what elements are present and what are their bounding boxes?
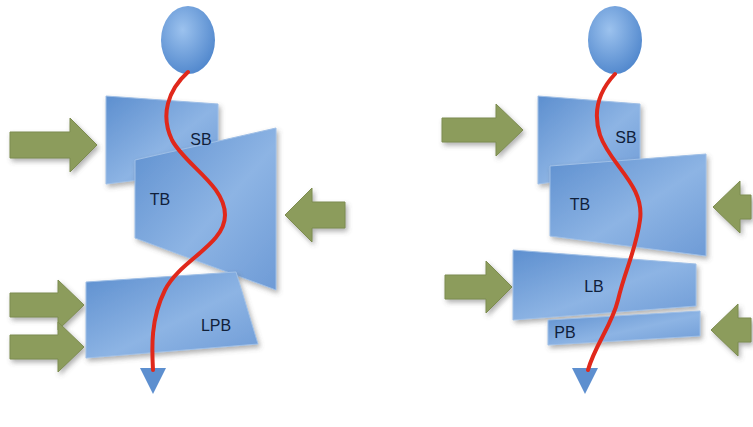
trapezoid-shape — [135, 128, 276, 290]
block-label: PB — [554, 324, 575, 342]
block-label: TB — [570, 196, 590, 214]
force-arrow — [10, 322, 84, 372]
force-arrow — [442, 104, 523, 156]
trapezoid-shape — [86, 272, 258, 358]
trapezoid-shape — [548, 311, 700, 345]
block-label: SB — [190, 131, 211, 149]
head-ellipse — [588, 6, 642, 74]
block-label: LPB — [201, 317, 231, 335]
vertebral-block: LPB — [86, 272, 258, 358]
spinal-cord — [588, 74, 640, 370]
block-label: TB — [150, 191, 170, 209]
tail-triangle — [140, 368, 166, 394]
block-outline — [86, 272, 258, 358]
vertebral-block: LB — [513, 250, 696, 320]
head-ellipse — [161, 6, 215, 74]
force-arrow — [10, 118, 97, 172]
trapezoid-shape — [513, 250, 696, 320]
force-arrow — [713, 181, 751, 233]
vertebral-block: TB — [135, 128, 276, 290]
force-arrow — [445, 261, 512, 313]
block-outline — [513, 250, 696, 320]
tail-triangle — [572, 368, 598, 394]
force-arrow — [711, 304, 751, 356]
vertebral-block: TB — [550, 154, 706, 256]
block-label: LB — [584, 278, 604, 296]
vertebral-block: PB — [548, 311, 700, 345]
block-outline — [135, 128, 276, 290]
trapezoid-shape — [550, 154, 706, 256]
force-arrow — [10, 280, 84, 330]
force-arrow — [285, 188, 345, 242]
spinal-cord — [152, 72, 225, 370]
block-label: SB — [615, 129, 636, 147]
